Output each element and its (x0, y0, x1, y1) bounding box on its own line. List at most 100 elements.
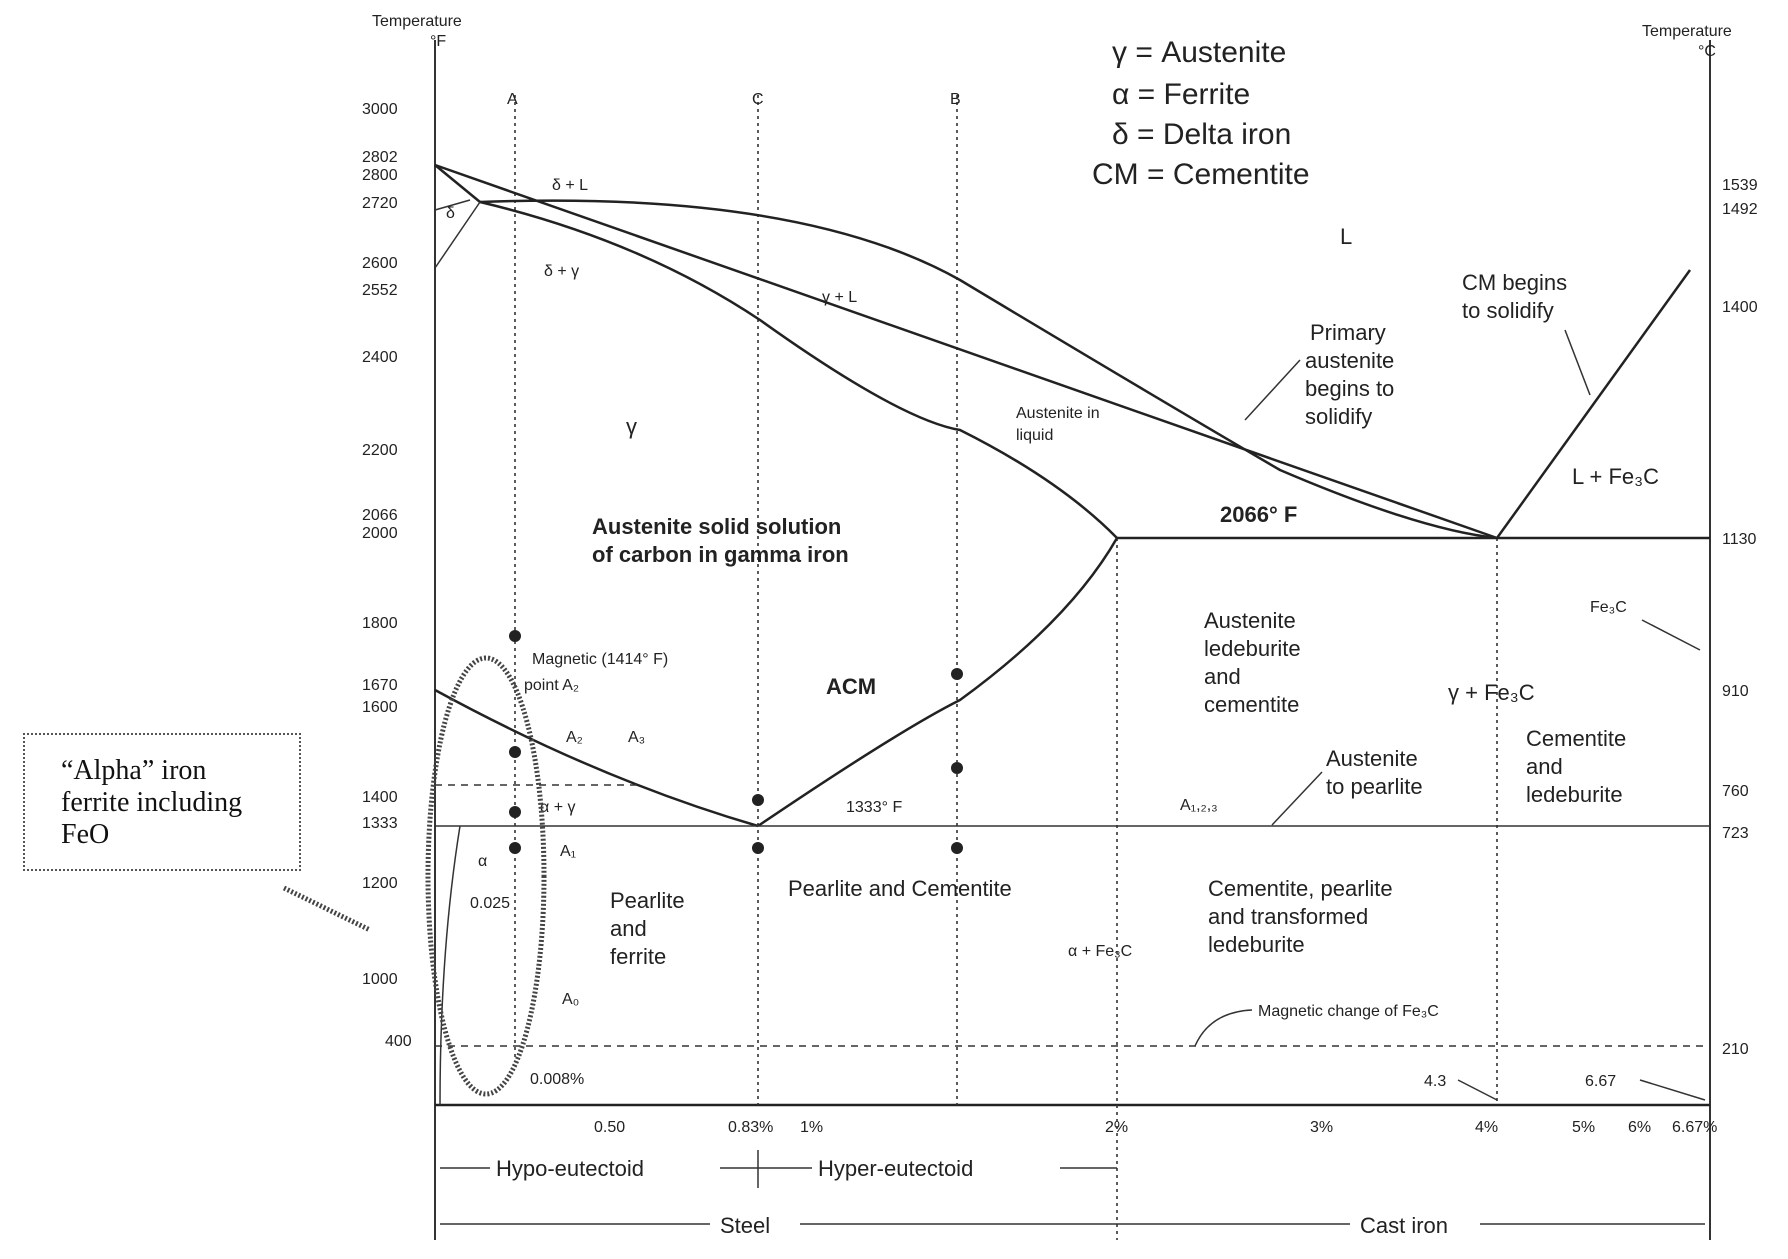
left-tick: 2720 (362, 195, 398, 212)
label-eutectic-temp: 2066° F (1220, 502, 1297, 527)
austenite-pearlite-arrow (1272, 772, 1322, 825)
legend: γ = Austenite α = Ferrite δ = Delta iron… (1092, 36, 1310, 191)
austenite-ledeburite-line: cementite (1204, 692, 1299, 717)
label-a2: A₂ (566, 729, 583, 746)
right-tick: 760 (1722, 783, 1749, 800)
left-tick: 3000 (362, 101, 398, 118)
left-tick: 2600 (362, 255, 398, 272)
x-tick: 0.83% (728, 1119, 773, 1136)
austenite-ledeburite-line: Austenite (1204, 608, 1296, 633)
left-tick-labels: 3000 2802 2800 2720 2600 2552 2400 2200 … (362, 101, 412, 1050)
label-delta-gamma: δ + γ (544, 263, 579, 280)
pearlite-ferrite-line: and (610, 916, 647, 941)
label-magnetic-change: Magnetic change of Fe₃C (1258, 1003, 1439, 1020)
line-a-label: A (507, 91, 518, 108)
left-tick: 1600 (362, 699, 398, 716)
austenite-ledeburite-line: and (1204, 664, 1241, 689)
right-tick: 910 (1722, 683, 1749, 700)
callout-line: “Alpha” iron (61, 755, 299, 787)
label-pearlite-cementite: Pearlite and Cementite (788, 876, 1012, 901)
label-alpha: α (478, 853, 487, 870)
delta-top (435, 165, 480, 202)
x-tick: 1% (800, 1119, 823, 1136)
cementite-pearlite-line: ledeburite (1208, 932, 1305, 957)
left-tick: 1670 (362, 677, 398, 694)
label-austenite-ledeburite: Austenite ledeburite and cementite (1204, 608, 1301, 717)
marker-dot (951, 762, 963, 774)
primary-austenite-line: Primary (1310, 320, 1386, 345)
x-tick: 5% (1572, 1119, 1595, 1136)
austenite-ledeburite-line: ledeburite (1204, 636, 1301, 661)
label-steel: Steel (720, 1213, 770, 1238)
left-tick: 400 (385, 1033, 412, 1050)
label-a1: A₁ (560, 843, 576, 860)
label-alpha-fe3c: α + Fe₃C (1068, 943, 1132, 960)
label-pct-667: 6.67 (1585, 1073, 1616, 1090)
label-gamma: γ (626, 414, 637, 439)
label-austenite-liquid-2: liquid (1016, 427, 1053, 444)
left-tick: 1800 (362, 615, 398, 632)
right-tick: 723 (1722, 825, 1749, 842)
label-austenite-pearlite: Austenite to pearlite (1272, 746, 1423, 825)
marker-dot (509, 746, 521, 758)
label-gamma-fe3c: γ + Fe₃C (1448, 680, 1535, 705)
left-tick: 2000 (362, 525, 398, 542)
label-a3: A₃ (628, 729, 645, 746)
label-pct-0008: 0.008% (530, 1071, 584, 1088)
marker-dot (509, 842, 521, 854)
right-tick-labels: 1539 1492 1400 1130 910 760 723 210 (1722, 177, 1758, 1058)
marker-dot (951, 842, 963, 854)
marker-dot (951, 668, 963, 680)
label-eutectoid-temp: 1333° F (846, 799, 902, 816)
primary-austenite-line: solidify (1305, 404, 1372, 429)
acm-curve (758, 538, 1117, 826)
label-austenite-liquid-1: Austenite in (1016, 405, 1100, 422)
bottom-ranges: Hypo-eutectoid Hyper-eutectoid Steel Cas… (440, 1150, 1705, 1238)
austenite-pearlite-line: to pearlite (1326, 774, 1423, 799)
marker-dot (752, 842, 764, 854)
label-cementite-ledeburite: Cementite and ledeburite (1526, 726, 1626, 807)
left-tick: 2400 (362, 349, 398, 366)
right-axis-unit: °C (1698, 43, 1716, 60)
legend-item: δ = Delta iron (1112, 118, 1291, 151)
label-austenite-solid-2: of carbon in gamma iron (592, 542, 849, 567)
marker-dot (509, 806, 521, 818)
label-l-fe3c: L + Fe₃C (1572, 464, 1659, 489)
label-magnetic-point-1: Magnetic (1414° F) (532, 651, 668, 668)
line-c-label: C (752, 91, 764, 108)
x-tick-labels: 0.50 0.83% 1% 2% 3% 4% 5% 6% 6.67% (594, 1119, 1717, 1136)
pct-43-arrow (1458, 1080, 1497, 1100)
label-pct-43: 4.3 (1424, 1073, 1446, 1090)
label-cast-iron: Cast iron (1360, 1213, 1448, 1238)
right-tick: 1492 (1722, 201, 1758, 218)
left-tick: 2552 (362, 282, 398, 299)
left-axis-unit: °F (430, 33, 446, 50)
legend-item: CM = Cementite (1092, 158, 1310, 191)
label-acm: ACM (826, 674, 876, 699)
label-a123: A₁,₂,₃ (1180, 797, 1218, 814)
left-tick: 1200 (362, 875, 398, 892)
cementite-ledeburite-line: and (1526, 754, 1563, 779)
x-tick: 4% (1475, 1119, 1498, 1136)
x-tick: 6.67% (1672, 1119, 1717, 1136)
magnetic-change-arrow (1195, 1010, 1252, 1046)
label-liquid: L (1340, 224, 1352, 249)
callout-line: FeO (61, 819, 299, 851)
fe3c-arrow (1642, 620, 1700, 650)
left-tick: 2802 (362, 149, 398, 166)
a3-curve (435, 690, 758, 826)
austenite-pearlite-line: Austenite (1326, 746, 1418, 771)
label-cm-begins: CM begins to solidify (1462, 270, 1590, 395)
pct-667-arrow (1640, 1080, 1705, 1100)
right-tick: 1400 (1722, 299, 1758, 316)
left-axis-title: Temperature (372, 13, 462, 30)
x-tick: 6% (1628, 1119, 1651, 1136)
right-tick: 210 (1722, 1041, 1749, 1058)
line-b-label: B (950, 91, 961, 108)
cementite-pearlite-line: and transformed (1208, 904, 1368, 929)
label-magnetic-point-2: point A₂ (524, 677, 579, 694)
label-gamma-liquid: γ + L (822, 289, 857, 306)
legend-item: γ = Austenite (1112, 36, 1286, 69)
callout-pointer (284, 888, 370, 930)
